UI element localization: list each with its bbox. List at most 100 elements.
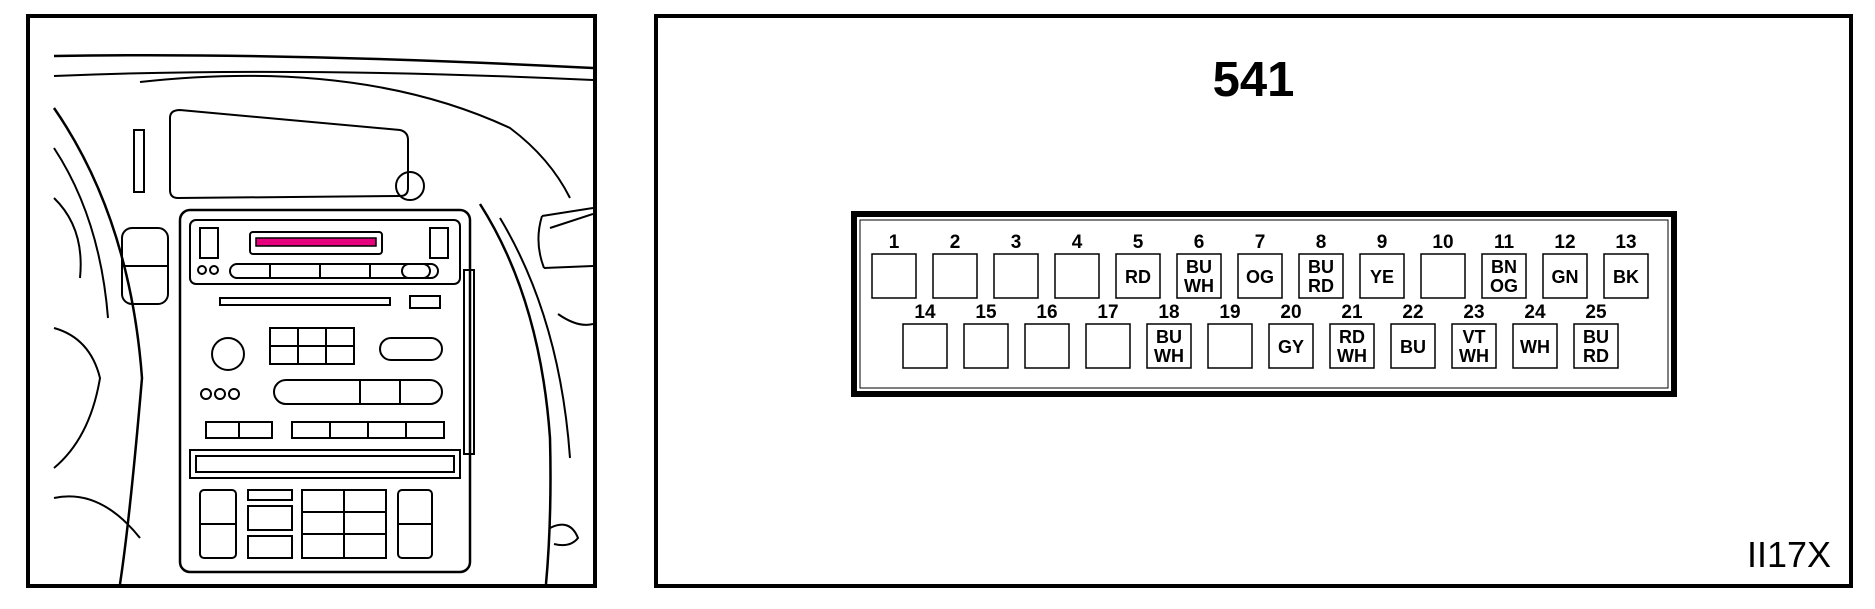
- steering-wheel-outer: [52, 107, 144, 584]
- center-console: [178, 208, 472, 574]
- pin-cavity: [1390, 323, 1436, 369]
- pin-cavity: [1329, 323, 1375, 369]
- pin-number: 10: [1432, 232, 1453, 253]
- display-pod: [169, 108, 409, 200]
- wheel-hub-curve: [53, 197, 82, 279]
- pin-number: 22: [1402, 302, 1423, 323]
- pin-number: 4: [1072, 232, 1083, 253]
- pin-cavity: [1146, 323, 1192, 369]
- pin-17: 17: [1085, 302, 1131, 369]
- reference-code: II17X: [1746, 534, 1831, 575]
- pin-cavity: [1085, 323, 1131, 369]
- pin-number: 18: [1158, 302, 1179, 323]
- left-vent-slot: [133, 129, 145, 193]
- pin-16: 16: [1024, 302, 1070, 369]
- pin-number: 24: [1524, 302, 1546, 323]
- pin-number: 16: [1036, 302, 1057, 323]
- dash-top-curve: [53, 53, 593, 70]
- wire-color-label: RD: [1308, 276, 1334, 296]
- wire-color-label: GN: [1552, 267, 1579, 287]
- pin-14: 14: [902, 302, 948, 369]
- wire-color-label: OG: [1490, 276, 1518, 296]
- wire-color-label: BN: [1491, 257, 1517, 277]
- wire-color-label: OG: [1246, 267, 1274, 287]
- wire-color-label: VT: [1462, 327, 1485, 347]
- pin-cavity: [1420, 253, 1466, 299]
- pin-number: 1: [889, 232, 900, 253]
- pin-cavity: [1176, 253, 1222, 299]
- pin-cavity: [902, 323, 948, 369]
- pin-5: 5RD: [1115, 232, 1161, 299]
- pin-cavity: [871, 253, 917, 299]
- pin-number: 15: [975, 302, 997, 323]
- cassette-slot: [249, 231, 383, 255]
- pin-number: 14: [914, 302, 936, 323]
- pin-7: 7OG: [1237, 232, 1283, 299]
- pin-number: 8: [1316, 232, 1327, 253]
- pin-cavity: [1359, 253, 1405, 299]
- pin-3: 3: [993, 232, 1039, 299]
- pin-number: 12: [1554, 232, 1575, 253]
- pin-cavity: [1451, 323, 1497, 369]
- pin-number: 21: [1341, 302, 1363, 323]
- pin-cavity: [1603, 253, 1649, 299]
- pin-19: 19: [1207, 302, 1253, 369]
- pin-cavity: [1481, 253, 1527, 299]
- radio-unit: [189, 219, 461, 285]
- wire-color-label: WH: [1184, 276, 1214, 296]
- wire-color-label: RD: [1125, 267, 1151, 287]
- pin-number: 3: [1011, 232, 1022, 253]
- pin-15: 15: [963, 302, 1009, 369]
- connector-highlight: [255, 237, 377, 247]
- pin-cavity: [1207, 323, 1253, 369]
- wire-color-label: BU: [1186, 257, 1212, 277]
- wire-color-label: WH: [1154, 346, 1184, 366]
- wire-color-label: BK: [1613, 267, 1639, 287]
- pin-cavity: [1573, 323, 1619, 369]
- pin-9: 9YE: [1359, 232, 1405, 299]
- pin-cavity: [1024, 323, 1070, 369]
- pin-number: 2: [950, 232, 961, 253]
- steering-spoke: [53, 327, 102, 469]
- pin-cavity: [993, 253, 1039, 299]
- pin-number: 13: [1615, 232, 1636, 253]
- pin-cavity: [1268, 323, 1314, 369]
- pin-2: 2: [932, 232, 978, 299]
- pin-number: 19: [1219, 302, 1240, 323]
- wire-color-label: BU: [1156, 327, 1182, 347]
- wire-color-label: GY: [1278, 337, 1304, 357]
- steering-wheel-inner: [53, 147, 109, 319]
- pin-1: 1: [871, 232, 917, 299]
- location-panel: [26, 14, 597, 588]
- right-vent-slot: [463, 269, 475, 455]
- windshield-curve: [139, 74, 571, 199]
- pin-number: 20: [1280, 302, 1301, 323]
- pin-cavity: [963, 323, 1009, 369]
- pin-number: 17: [1097, 302, 1118, 323]
- connector-id: 541: [1212, 53, 1295, 107]
- pin-number: 23: [1463, 302, 1484, 323]
- wire-color-label: BU: [1308, 257, 1334, 277]
- pin-number: 6: [1194, 232, 1205, 253]
- pin-cavity: [1054, 253, 1100, 299]
- wire-color-label: BU: [1583, 327, 1609, 347]
- passenger-dash-curve: [478, 203, 552, 584]
- pin-number: 11: [1494, 232, 1515, 253]
- pin-number: 7: [1255, 232, 1266, 253]
- dashboard-illustration: [52, 53, 593, 584]
- pin-cavity: [1542, 253, 1588, 299]
- pin-10: 10: [1420, 232, 1466, 299]
- pin-cavity: [1298, 253, 1344, 299]
- pin-cavity: [932, 253, 978, 299]
- pin-cavity: [1237, 253, 1283, 299]
